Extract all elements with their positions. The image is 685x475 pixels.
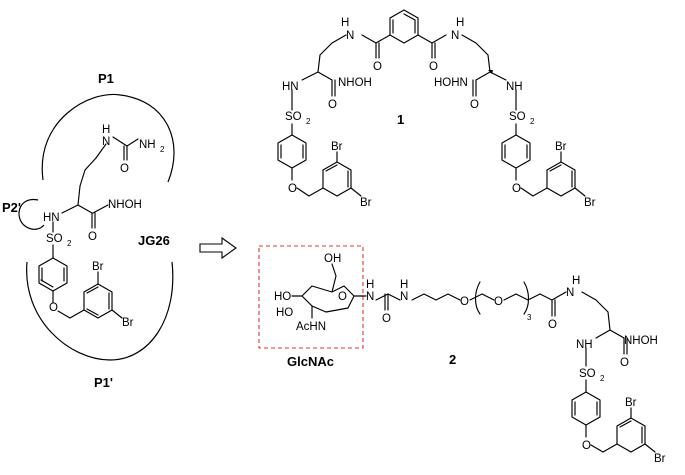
svg-text:OH: OH bbox=[324, 253, 341, 265]
ether-o: O bbox=[49, 302, 58, 314]
svg-text:O: O bbox=[460, 296, 469, 308]
glcnac-label: GlcNAc bbox=[287, 354, 334, 369]
hydroxamate: NHOH bbox=[108, 199, 142, 211]
svg-text:2: 2 bbox=[160, 145, 165, 154]
svg-text:HOHN: HOHN bbox=[434, 77, 468, 89]
p1-pocket-arc bbox=[41, 93, 175, 183]
svg-text:SO: SO bbox=[285, 111, 302, 123]
svg-text:H: H bbox=[400, 279, 408, 291]
urea-h: H bbox=[102, 124, 110, 136]
svg-text:Br: Br bbox=[584, 197, 596, 209]
svg-text:SO: SO bbox=[509, 111, 526, 123]
open-arrow-right bbox=[199, 236, 237, 260]
svg-text:Br: Br bbox=[555, 141, 567, 153]
svg-text:HO: HO bbox=[276, 307, 293, 319]
svg-text:N: N bbox=[566, 287, 574, 299]
sulfonamide-nh: HN bbox=[43, 212, 60, 224]
svg-text:Br: Br bbox=[625, 397, 637, 409]
svg-text:AcHN: AcHN bbox=[296, 321, 326, 333]
compound-1-number: 1 bbox=[397, 112, 404, 127]
urea-o: O bbox=[120, 163, 129, 175]
svg-text:N: N bbox=[400, 291, 408, 303]
urea-n: N bbox=[102, 136, 110, 148]
svg-text:2: 2 bbox=[306, 117, 311, 126]
svg-text:N: N bbox=[346, 30, 354, 42]
svg-text:NHOH: NHOH bbox=[624, 335, 658, 347]
p1prime-pocket-arc bbox=[26, 261, 174, 361]
svg-text:Br: Br bbox=[654, 453, 666, 465]
carbonyl-o: O bbox=[88, 231, 97, 243]
svg-text:NHOH: NHOH bbox=[338, 77, 372, 89]
so2-label: SO bbox=[46, 233, 63, 245]
svg-text:NH: NH bbox=[576, 339, 593, 351]
svg-text:O: O bbox=[288, 183, 297, 195]
p2prime-label: P2' bbox=[2, 200, 21, 215]
svg-text:H: H bbox=[456, 17, 464, 29]
jg26-structure: P1 P2' JG26 P1' H N NH 2 O HN NHOH O SO … bbox=[2, 71, 175, 390]
svg-text:2: 2 bbox=[67, 239, 72, 248]
svg-text:O: O bbox=[620, 357, 629, 369]
compound-1-structure: H N N H O O HN NHOH O SO 2 O Br Br 1 HOH… bbox=[277, 9, 596, 209]
svg-text:O: O bbox=[328, 99, 337, 111]
svg-text:H: H bbox=[366, 279, 374, 291]
svg-text:O: O bbox=[429, 61, 438, 73]
compound-2-structure: OH O HO HO AcHN N H N H O O O 3 N H O NH… bbox=[258, 245, 666, 465]
br-bottom: Br bbox=[122, 317, 134, 329]
svg-text:NH: NH bbox=[506, 81, 523, 93]
p1prime-label: P1' bbox=[94, 375, 113, 390]
glcnac-highlight-box bbox=[258, 245, 364, 349]
urea-nh2: NH bbox=[139, 139, 156, 151]
svg-text:O: O bbox=[382, 313, 391, 325]
svg-text:SO: SO bbox=[579, 368, 596, 380]
svg-text:O: O bbox=[582, 440, 591, 452]
jg26-label: JG26 bbox=[138, 233, 170, 248]
svg-text:O: O bbox=[338, 291, 347, 303]
compound-2-number: 2 bbox=[449, 352, 456, 367]
p2prime-pocket-arc bbox=[18, 199, 45, 230]
svg-text:Br: Br bbox=[331, 141, 343, 153]
svg-text:Br: Br bbox=[360, 197, 372, 209]
repeat-count: 3 bbox=[527, 313, 532, 322]
svg-text:O: O bbox=[512, 183, 521, 195]
svg-text:N: N bbox=[451, 30, 459, 42]
svg-text:O: O bbox=[373, 61, 382, 73]
br-top: Br bbox=[92, 261, 104, 273]
svg-text:H: H bbox=[341, 17, 349, 29]
svg-text:2: 2 bbox=[600, 374, 605, 383]
svg-text:2: 2 bbox=[530, 117, 535, 126]
svg-text:HN: HN bbox=[282, 81, 299, 93]
svg-text:HO: HO bbox=[274, 291, 291, 303]
svg-text:O: O bbox=[494, 296, 503, 308]
svg-text:N: N bbox=[366, 291, 374, 303]
p1-label: P1 bbox=[98, 71, 114, 86]
svg-text:H: H bbox=[572, 275, 580, 287]
svg-text:O: O bbox=[548, 319, 557, 331]
svg-text:O: O bbox=[470, 99, 479, 111]
